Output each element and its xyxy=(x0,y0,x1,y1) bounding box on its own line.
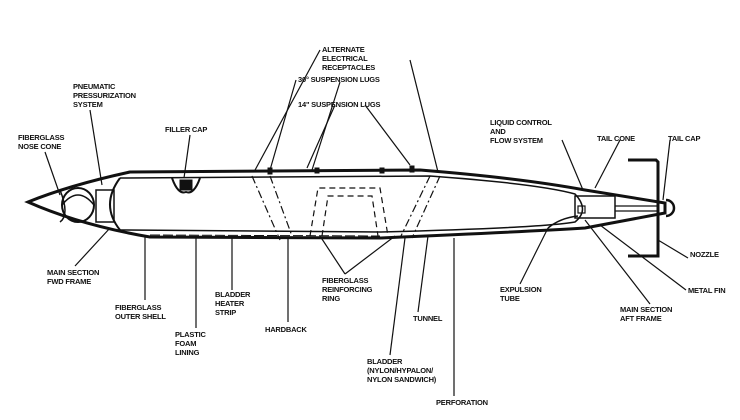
leader-line xyxy=(417,235,429,313)
leader-line xyxy=(584,219,651,305)
label-bladder: BLADDER (NYLON/HYPALON/ NYLON SANDWICH) xyxy=(367,357,437,384)
leader-line xyxy=(74,227,111,267)
label-heater-strip: BLADDER HEATER STRIP xyxy=(215,290,251,317)
metal-fin-shape xyxy=(628,158,660,258)
leader-line xyxy=(389,237,406,356)
tank-body xyxy=(24,158,676,258)
label-electrical-receptacles: ALTERNATE ELECTRICAL RECEPTACLES xyxy=(322,45,376,72)
leader-line xyxy=(89,109,103,186)
label-outer-shell: FIBERGLASS OUTER SHELL xyxy=(115,303,166,321)
label-filler-cap: FILLER CAP xyxy=(165,125,208,134)
leader-line xyxy=(364,104,411,166)
leader-line xyxy=(662,139,671,201)
label-reinforcing-ring: FIBERGLASS REINFORCING RING xyxy=(322,276,373,303)
label-liquid-control: LIQUID CONTROL AND FLOW SYSTEM xyxy=(490,118,552,145)
leader-line xyxy=(657,239,689,259)
leader-line xyxy=(44,151,61,196)
label-aft-frame: MAIN SECTION AFT FRAME xyxy=(620,305,673,323)
label-tail-cone: TAIL CONE xyxy=(597,134,635,143)
leader-line xyxy=(269,79,297,171)
label-hardback: HARDBACK xyxy=(265,325,307,334)
leader-line xyxy=(599,224,687,291)
label-perforation: PERFORATION xyxy=(436,398,488,407)
label-tunnel: TUNNEL xyxy=(413,314,443,323)
leader-line xyxy=(344,235,396,275)
label-metal-fin: METAL FIN xyxy=(688,286,726,295)
leader-line xyxy=(561,139,584,191)
leader-lines xyxy=(44,49,689,396)
label-fwd-frame: MAIN SECTION FWD FRAME xyxy=(47,268,100,286)
label-pneumatic-system: PNEUMATIC PRESSURIZATION SYSTEM xyxy=(73,82,136,109)
label-tail-cap: TAIL CAP xyxy=(668,134,701,143)
leader-line xyxy=(519,227,549,285)
leader-line xyxy=(306,104,336,169)
leader-line xyxy=(319,235,346,275)
leader-line xyxy=(183,134,191,179)
tail-cap-shape xyxy=(665,198,676,218)
label-nose-cone: FIBERGLASS NOSE CONE xyxy=(18,133,65,151)
label-foam-lining: PLASTIC FOAM LINING xyxy=(175,330,206,357)
label-14-suspension-lugs: 14" SUSPENSION LUGS xyxy=(298,100,381,109)
leader-line xyxy=(594,139,621,189)
label-nozzle: NOZZLE xyxy=(690,250,719,259)
label-30-suspension-lugs: 30° SUSPENSION LUGS xyxy=(298,75,380,84)
label-expulsion-tube: EXPULSION TUBE xyxy=(500,285,542,303)
leader-line xyxy=(409,59,439,173)
